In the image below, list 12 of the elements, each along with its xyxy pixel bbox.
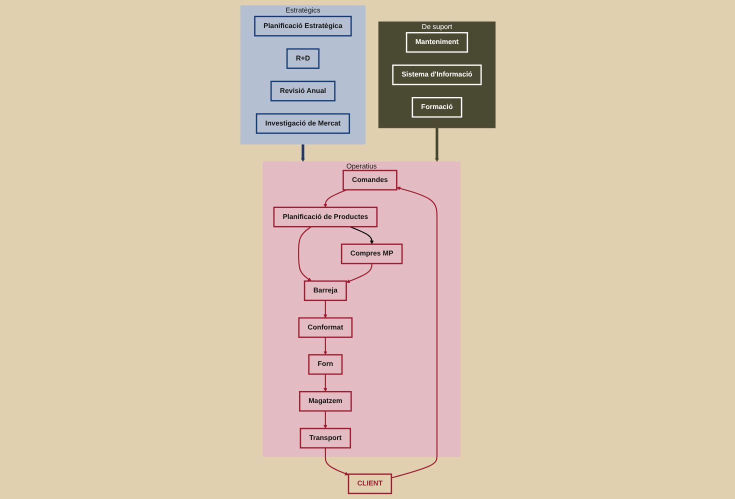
arrow <box>346 264 372 283</box>
arrow <box>323 337 327 355</box>
arrow <box>323 374 327 392</box>
arrow <box>298 226 312 282</box>
arrow <box>323 300 327 318</box>
arrow <box>390 186 438 478</box>
arrow <box>323 189 346 208</box>
arrow <box>323 410 327 429</box>
arrow <box>324 448 348 476</box>
arrow <box>434 128 438 162</box>
arrow <box>349 226 374 244</box>
arrow <box>300 144 304 162</box>
